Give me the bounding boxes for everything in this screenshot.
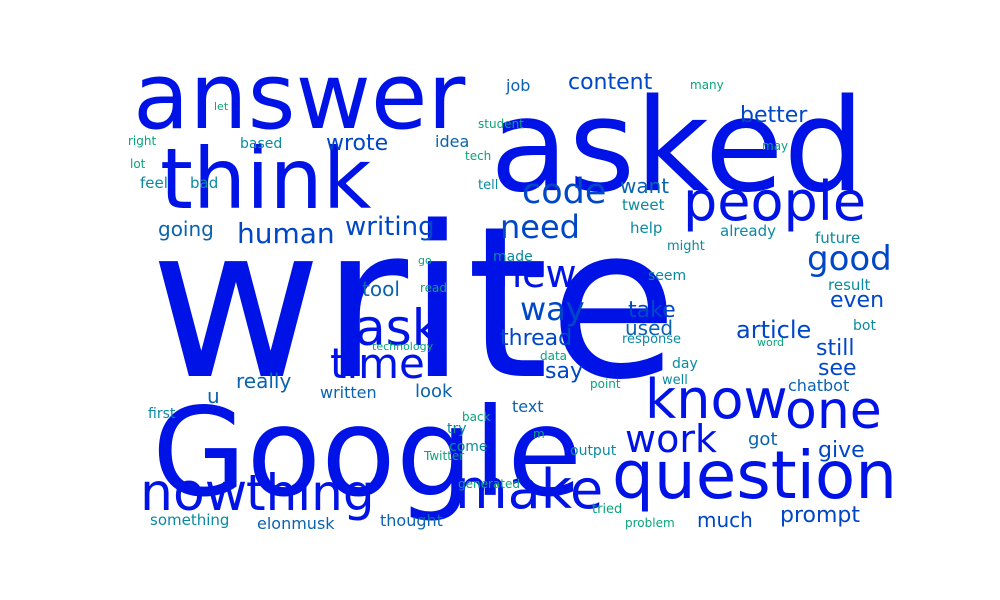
word-m: m	[533, 427, 545, 441]
word-chatbot: chatbot	[788, 376, 849, 395]
word-much: much	[697, 508, 753, 532]
word-well: well	[662, 373, 688, 388]
word-go: go	[418, 254, 432, 267]
word-time: time	[330, 339, 425, 388]
word-work: work	[625, 417, 717, 461]
word-idea: idea	[435, 132, 469, 151]
word-even: even	[830, 288, 884, 313]
word-thought: thought	[380, 511, 443, 530]
word-know: know	[645, 368, 788, 431]
word-article: article	[736, 316, 811, 344]
word-point: point	[590, 377, 621, 391]
word-take: take	[628, 298, 676, 323]
word-tried: tried	[592, 502, 622, 517]
word-based: based	[240, 136, 282, 152]
word-try: try	[447, 421, 467, 437]
word-ask: ask	[355, 299, 441, 357]
word-now: now	[140, 463, 247, 523]
word-question: question	[612, 437, 897, 514]
word-u: u	[207, 384, 220, 408]
word-generated: generated	[458, 477, 520, 491]
word-say: say	[545, 359, 583, 384]
word-written: written	[320, 383, 377, 402]
word-got: got	[748, 429, 778, 450]
word-tell: tell	[478, 178, 498, 193]
word-asked: asked	[490, 72, 865, 221]
word-read: read	[420, 281, 447, 295]
word-many: many	[690, 78, 724, 92]
word-help: help	[630, 219, 662, 237]
word-word: word	[757, 336, 784, 349]
word-already: already	[720, 222, 776, 240]
word-used: used	[625, 316, 673, 340]
word-want: want	[620, 174, 669, 198]
word-future: future	[815, 229, 860, 247]
word-write: write	[150, 181, 678, 426]
word-google: Google	[152, 382, 582, 524]
word-response: response	[622, 332, 681, 347]
word-give: give	[818, 438, 865, 463]
word-output: output	[570, 443, 617, 459]
word-prompt: prompt	[780, 503, 860, 528]
word-job: job	[505, 76, 530, 95]
word-better: better	[740, 103, 808, 128]
word-writing: writing	[345, 212, 435, 242]
word-look: look	[415, 381, 453, 402]
word-need: need	[500, 208, 580, 246]
word-feel: feel	[140, 174, 168, 192]
word-one: one	[785, 381, 882, 441]
word-something: something	[150, 511, 229, 529]
word-thing: thing	[246, 464, 375, 522]
word-bad: bad	[190, 174, 218, 192]
word-tweet: tweet	[622, 196, 665, 214]
word-tool: tool	[362, 277, 400, 301]
word-lot: lot	[130, 157, 146, 171]
word-seem: seem	[648, 268, 686, 284]
word-may: may	[762, 139, 788, 153]
word-student: student	[478, 117, 524, 131]
word-right: right	[128, 134, 156, 148]
word-elonmusk: elonmusk	[257, 514, 335, 533]
word-day: day	[672, 356, 698, 372]
word-first: first	[148, 406, 176, 422]
word-let: let	[214, 100, 229, 113]
word-bot: bot	[853, 318, 876, 334]
word-back: back	[462, 410, 491, 424]
word-human: human	[237, 217, 335, 250]
word-come: come	[449, 439, 488, 455]
word-technology: technology	[372, 340, 434, 353]
word-still: still	[816, 336, 854, 361]
word-content: content	[568, 70, 653, 95]
word-make: make	[455, 458, 603, 521]
word-good: good	[807, 239, 892, 279]
word-people: people	[683, 170, 866, 233]
word-way: way	[520, 290, 585, 328]
word-problem: problem	[625, 516, 675, 530]
word-might: might	[667, 239, 705, 254]
word-see: see	[818, 356, 857, 381]
word-new: new	[498, 252, 577, 296]
word-going: going	[158, 217, 214, 241]
word-data: data	[540, 349, 567, 363]
word-made: made	[493, 249, 533, 265]
word-think: think	[160, 130, 372, 228]
word-answer: answer	[133, 43, 465, 150]
word-code: code	[522, 172, 606, 212]
word-really: really	[236, 369, 291, 393]
word-text: text	[512, 397, 544, 416]
word-wrote: wrote	[326, 131, 388, 156]
word-thread: thread	[500, 326, 572, 351]
word-tech: tech	[465, 149, 491, 163]
word-twitter: Twitter	[423, 449, 464, 463]
word-result: result	[828, 276, 871, 294]
